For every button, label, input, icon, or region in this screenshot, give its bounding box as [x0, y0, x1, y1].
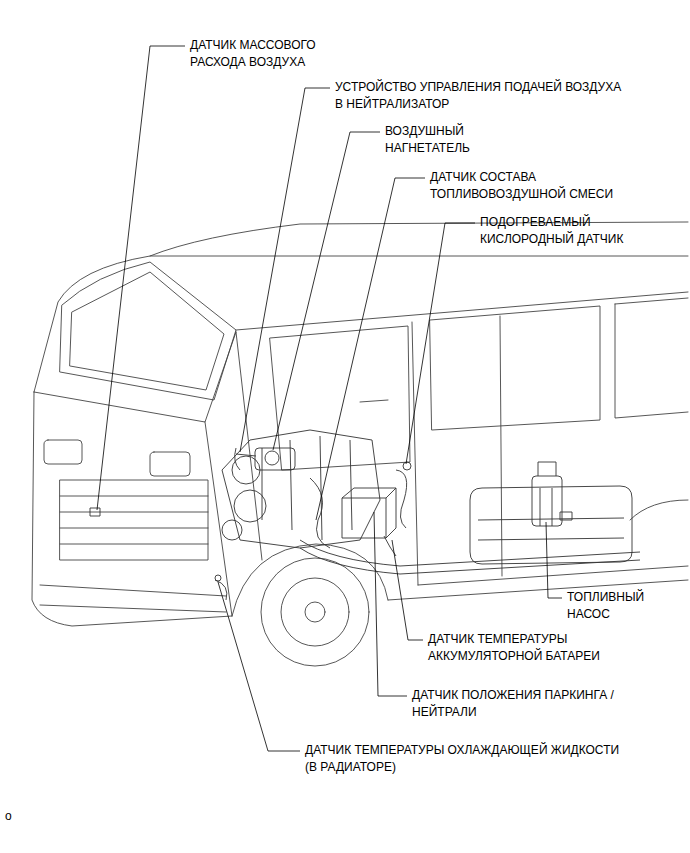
callout-label: ДАТЧИК ТЕМПЕРАТУРЫ АККУМУЛЯТОРНОЙ БАТАРЕ…: [428, 631, 601, 665]
fuel-tank: [470, 462, 632, 564]
engine-components: [90, 430, 640, 600]
callout-label: ВОЗДУШНЫЙ НАГНЕТАТЕЛЬ: [385, 123, 471, 157]
callout-label: ДАТЧИК МАССОВОГО РАСХОДА ВОЗДУХА: [190, 37, 317, 71]
callout-label: УСТРОЙСТВО УПРАВЛЕНИЯ ПОДАЧЕЙ ВОЗДУХА В …: [335, 79, 623, 113]
callout-label: o: [5, 808, 12, 825]
callout-label: ДАТЧИК ТЕМПЕРАТУРЫ ОХЛАЖДАЮЩЕЙ ЖИДКОСТИ …: [305, 742, 621, 776]
callout-label: ТОПЛИВНЫЙ НАСОС: [567, 589, 646, 623]
van-body: [32, 222, 688, 666]
callout-label: ПОДОГРЕВАЕМЫЙ КИСЛОРОДНЫЙ ДАТЧИК: [480, 214, 625, 248]
callout-label: ДАТЧИК ПОЛОЖЕНИЯ ПАРКИНГА / НЕЙТРАЛИ: [412, 687, 615, 721]
callout-label: ДАТЧИК СОСТАВА ТОПЛИВОВОЗДУШНОЙ СМЕСИ: [430, 169, 615, 203]
